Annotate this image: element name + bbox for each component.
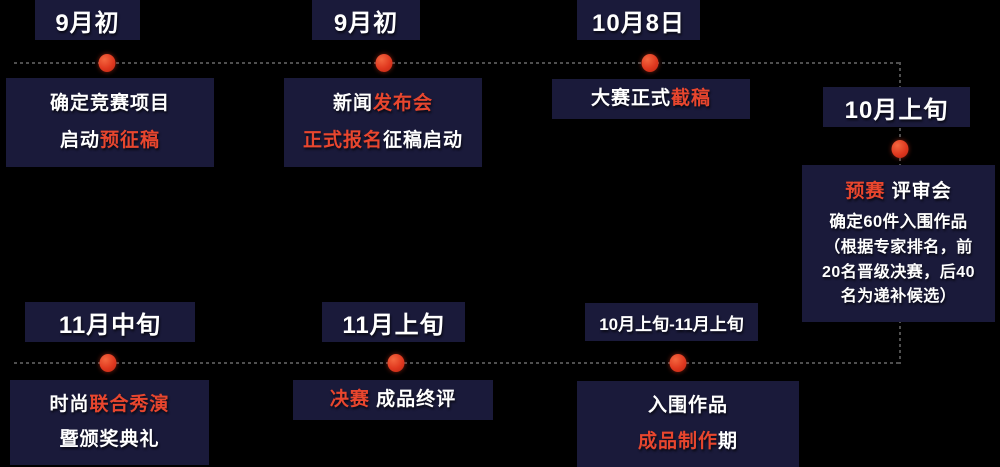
stage-4-line-3: （根据专家排名，前 (824, 238, 973, 256)
timeline-dash-bottom (14, 362, 901, 364)
stage-1-line-2: 启动预征稿 (59, 130, 161, 152)
stage-7-box: 入围作品 成品制作期 (577, 381, 799, 467)
stage-3-date: 10月8日 (577, 0, 700, 40)
stage-5-line-2: 暨颁奖典礼 (59, 429, 160, 451)
stage-2-line-1: 新闻发布会 (332, 93, 434, 115)
milestone-dot-7 (669, 354, 687, 372)
timeline-dash-top (14, 62, 901, 64)
stage-1-line-1: 确定竞赛项目 (49, 93, 170, 115)
milestone-dot-3 (641, 54, 659, 72)
stage-1-box: 确定竞赛项目 启动预征稿 (6, 78, 214, 167)
milestone-dot-2 (375, 54, 393, 72)
stage-4-line-4: 20名晋级决赛，后40 (821, 263, 976, 281)
milestone-dot-6 (387, 354, 405, 372)
stage-3-line-1: 大赛正式截稿 (590, 88, 712, 110)
stage-6-box: 决赛 成品终评 (293, 380, 493, 420)
stage-4-line-5: 名为递补候选） (840, 288, 957, 306)
stage-4-box: 预赛 评审会 确定60件入围作品 （根据专家排名，前 20名晋级决赛，后40 名… (802, 165, 995, 322)
milestone-dot-5 (99, 354, 117, 372)
stage-6-line-1: 决赛 成品终评 (329, 389, 457, 411)
milestone-dot-1 (98, 54, 116, 72)
stage-7-line-1: 入围作品 (647, 395, 728, 417)
stage-5-date: 11月中旬 (25, 302, 195, 342)
stage-5-line-1: 时尚联合秀演 (49, 393, 170, 415)
stage-7-date: 10月上旬-11月上旬 (585, 303, 758, 341)
stage-2-box: 新闻发布会 正式报名征稿启动 (284, 78, 482, 167)
stage-4-line-2: 确定60件入围作品 (829, 212, 968, 231)
stage-2-date: 9月初 (312, 0, 420, 40)
stage-4-date: 10月上旬 (823, 87, 970, 127)
stage-7-line-2: 成品制作期 (637, 431, 739, 453)
stage-2-line-2: 正式报名征稿启动 (302, 130, 464, 152)
stage-4-line-1: 预赛 评审会 (845, 181, 952, 202)
stage-3-box: 大赛正式截稿 (552, 79, 750, 119)
stage-5-box: 时尚联合秀演 暨颁奖典礼 (10, 380, 209, 465)
stage-1-date: 9月初 (35, 0, 140, 40)
milestone-dot-4 (891, 140, 909, 158)
stage-6-date: 11月上旬 (322, 302, 465, 342)
